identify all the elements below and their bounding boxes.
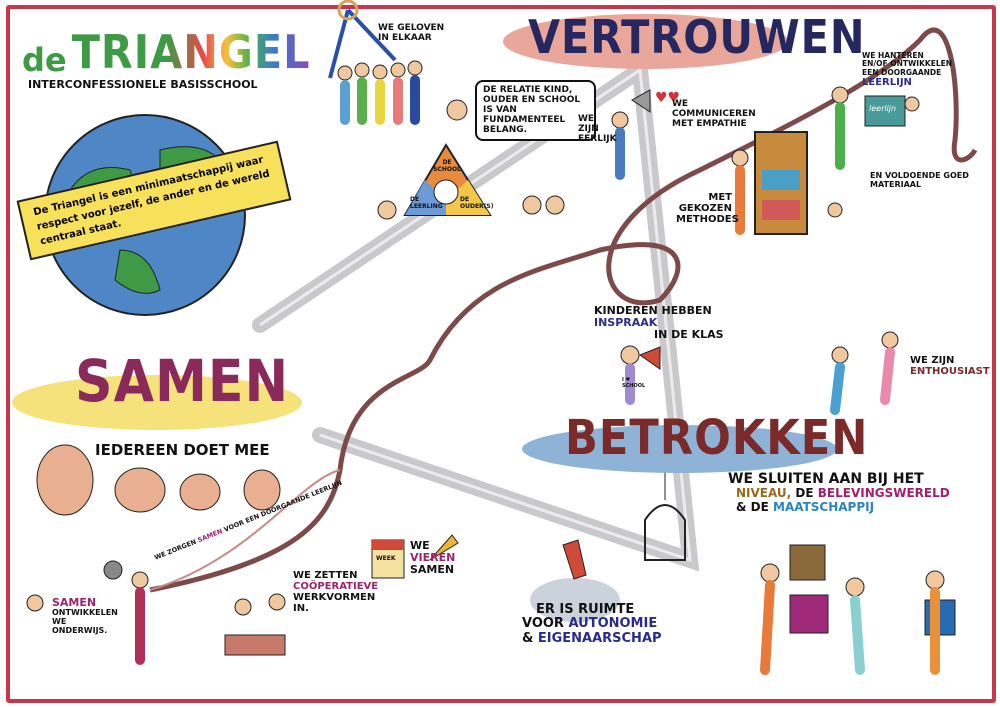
- ruimte-line1: Er is ruimte: [536, 602, 635, 617]
- samen-ellipse: [12, 375, 302, 430]
- enthousiast-pre: We zijn: [910, 355, 955, 366]
- text-vieren: We vieren samen: [410, 539, 460, 577]
- rope-path: [149, 27, 978, 593]
- aansluiten-niveau: niveau,: [736, 486, 792, 501]
- text-geloven: We geloven in elkaar: [378, 23, 445, 43]
- enthousiast-highlight: enthousiast: [910, 366, 990, 377]
- cooperatief-post: werkvormen in.: [293, 592, 376, 614]
- text-ontwikkelen: Samen ontwikkelen we onderwijs.: [52, 596, 122, 635]
- globe-continent: [114, 249, 161, 294]
- cloud-icon: [530, 578, 620, 622]
- shirt-text: I ♥ school: [622, 377, 646, 389]
- aansluiten-line1: We sluiten aan bij het: [728, 471, 924, 487]
- inspraak-post: in de klas: [654, 328, 724, 342]
- table-icon: [224, 634, 286, 656]
- ruimte-voor: voor: [522, 616, 564, 632]
- megaphone-icon: [638, 346, 661, 370]
- text-iedereen: Iedereen doet mee: [95, 441, 270, 459]
- vieren-pre: We: [410, 539, 430, 552]
- cooperatief-pre: We zetten: [293, 570, 358, 581]
- triangle-center-logo: [433, 179, 459, 205]
- vieren-highlight: vieren: [410, 551, 456, 565]
- ontwikkelen-text: ontwikkelen we onderwijs.: [52, 608, 118, 635]
- ontwikkelen-highlight: Samen: [52, 596, 97, 609]
- bodies: [135, 75, 940, 675]
- whiteboard-icon: [864, 95, 906, 127]
- aansluiten-belevingswereld: belevingswereld: [817, 486, 950, 501]
- aansluiten-maatschappij: maatschappij: [773, 499, 875, 514]
- hearts-icon: ♥♥: [655, 90, 680, 106]
- gear-icon: [103, 560, 123, 580]
- pillar-vertrouwen: VERTROUWEN: [528, 10, 866, 64]
- text-enthousiast: We zijn enthousiast: [910, 355, 990, 377]
- inspraak-pre: Kinderen hebben: [594, 304, 712, 317]
- logo-subtitle: INTERCONFESSIONELE BASISSCHOOL: [28, 78, 258, 91]
- puzzle-piece-icon: [789, 544, 826, 581]
- leerlijn-text: We hanteren en/of ontwikkelen een doorga…: [862, 51, 953, 77]
- betrokken-ellipse: [522, 425, 837, 473]
- birdcage-icon: [644, 504, 686, 561]
- speech-bubble-relatie: De relatie kind, ouder en school is van …: [475, 80, 596, 142]
- megaphone-icon: [631, 89, 651, 113]
- inspraak-highlight: inspraak: [594, 316, 658, 330]
- triangle-logo-icon: [328, 8, 397, 79]
- ruimte-amp: &: [522, 630, 534, 646]
- text-empathie: We communiceren met empathie: [672, 99, 756, 129]
- text-eerlijk: We zijn eerlijk: [578, 114, 617, 144]
- logo-prefix: de: [22, 41, 67, 79]
- text-materiaal: En voldoende goed materiaal: [870, 171, 969, 189]
- vertrouwen-ellipse: [503, 14, 788, 69]
- pillar-betrokken: BETROKKEN: [565, 410, 869, 466]
- aansluiten-de: de: [795, 486, 814, 501]
- party-popper-icon: [429, 534, 459, 561]
- pillar-samen: SAMEN: [75, 347, 290, 415]
- running-noses-icon: [36, 444, 281, 516]
- school-logo: de TRIANGEL INTERCONFESSIONELE BASISSCHO…: [22, 25, 310, 91]
- ruimte-eigenaarschap: eigenaarschap: [537, 630, 662, 646]
- whiteboard-label: leerlijn: [869, 104, 897, 113]
- text-methodes: Met gekozen methodes: [676, 192, 739, 225]
- triangle-ring-icon: [337, 0, 359, 21]
- cooperatief-highlight: coöperatieve: [293, 581, 379, 592]
- text-cooperatief: We zetten coöperatieve werkvormen in.: [293, 570, 378, 614]
- triangle-label-school: De school: [433, 159, 461, 173]
- puzzle-piece-icon: [789, 594, 829, 634]
- vieren-post: samen: [410, 563, 455, 577]
- text-ruimte: Er is ruimte voor autonomie & eigenaarsc…: [522, 602, 692, 646]
- leerlijn-highlight: leerlijn: [862, 76, 912, 88]
- text-leerlijn: We hanteren en/of ontwikkelen een doorga…: [862, 51, 953, 88]
- ruimte-autonomie: autonomie: [568, 616, 658, 632]
- poster-frame: [6, 5, 996, 703]
- logo-name: TRIANGEL: [71, 25, 311, 79]
- calendar-label: Week: [376, 555, 396, 562]
- triangle-label-ouders: De ouder(s): [460, 196, 494, 210]
- rocket-icon: [562, 539, 587, 580]
- text-aansluiten: We sluiten aan bij het niveau, de belevi…: [728, 471, 988, 514]
- aansluiten-amp: & de: [736, 499, 769, 514]
- text-inspraak: Kinderen hebben inspraak in de klas: [594, 304, 734, 342]
- triangle-label-leerling: De leerling: [410, 196, 443, 210]
